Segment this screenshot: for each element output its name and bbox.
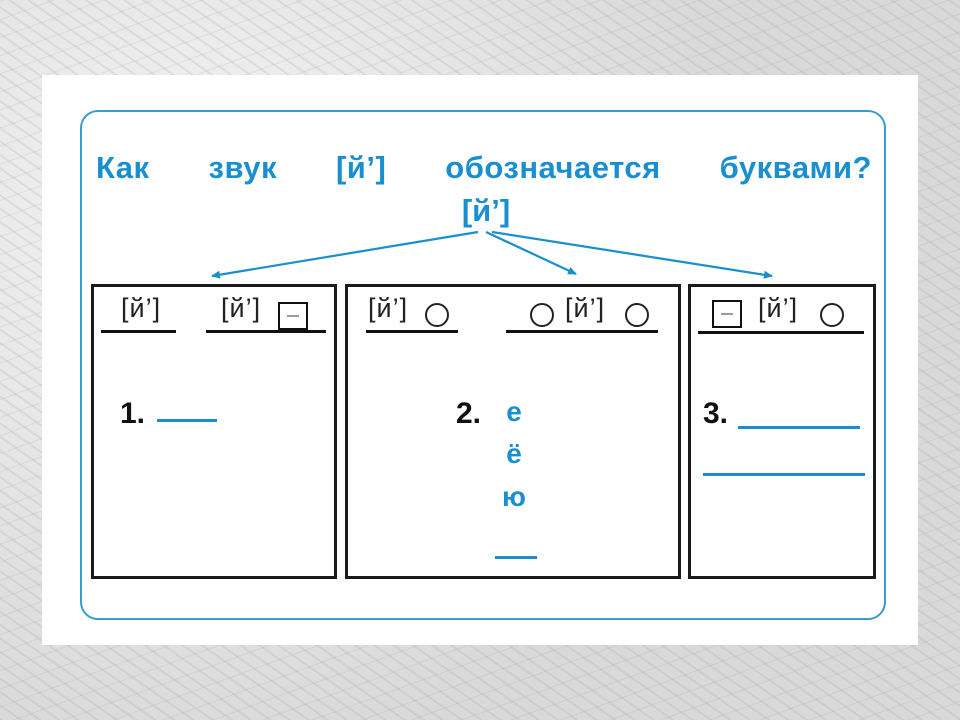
- sound-label: [й’]: [121, 293, 162, 323]
- title-word: обозначается: [445, 150, 661, 185]
- diagram-title: Как звук [й’] обозначается буквами?: [96, 150, 872, 186]
- sound-label: [й’]: [368, 293, 409, 323]
- answer-blank[interactable]: [703, 473, 865, 476]
- sound-label: [й’]: [758, 293, 799, 323]
- title-word: звук: [208, 150, 277, 185]
- title-word: Как: [96, 150, 150, 185]
- word-baseline: [698, 331, 864, 334]
- hard-sign-box: [278, 302, 308, 330]
- answer-letter: ю: [502, 481, 526, 512]
- answer-letter: е: [506, 396, 522, 427]
- word-baseline: [366, 330, 458, 333]
- sound-label: [й’]: [221, 293, 262, 323]
- title-word: буквами?: [719, 150, 872, 185]
- vowel-circle: [530, 303, 554, 327]
- title-word: [й’]: [335, 150, 387, 185]
- answer-number: 1.: [120, 397, 146, 430]
- diagram-frame: [80, 110, 886, 620]
- answer-letter: ё: [506, 438, 522, 469]
- word-baseline: [206, 330, 326, 333]
- word-baseline: [101, 330, 176, 333]
- vowel-circle: [425, 303, 449, 327]
- answer-number: 3.: [703, 397, 729, 430]
- answer-number: 2.: [456, 397, 482, 430]
- sound-label: [й’]: [565, 293, 606, 323]
- scheme-box-3: [688, 284, 876, 579]
- scheme-box-1: [91, 284, 337, 579]
- word-baseline: [506, 330, 658, 333]
- answer-blank[interactable]: [738, 426, 860, 429]
- scheme-box-2: [345, 284, 681, 579]
- answer-blank[interactable]: [495, 556, 537, 559]
- answer-blank[interactable]: [157, 419, 217, 422]
- vowel-circle: [820, 303, 844, 327]
- sign-box: [712, 300, 742, 328]
- root-sound-label: [й’]: [461, 193, 511, 228]
- vowel-circle: [625, 303, 649, 327]
